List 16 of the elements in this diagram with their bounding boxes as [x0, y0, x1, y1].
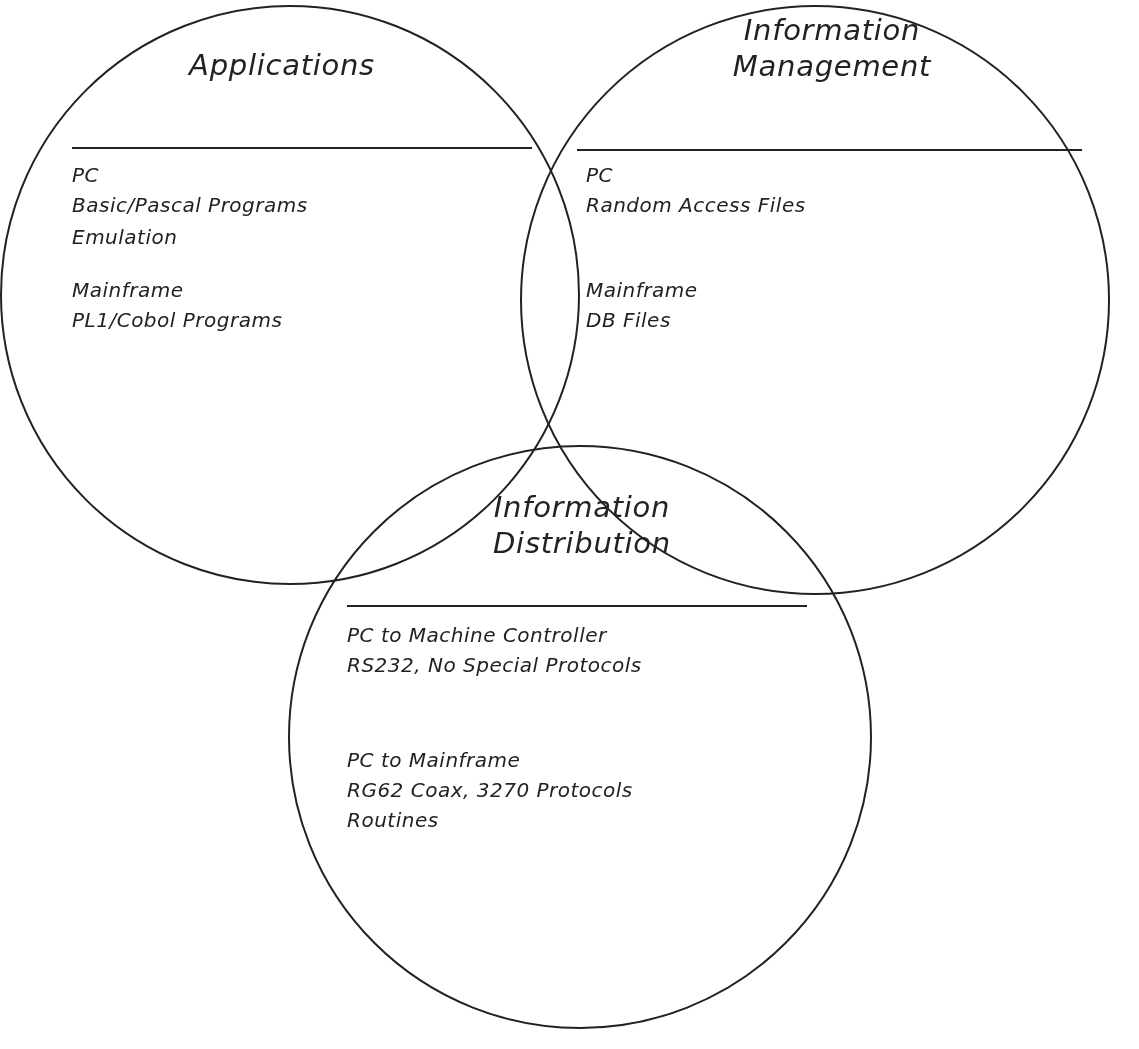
item-text: Mainframe: [72, 277, 184, 303]
item-text: Basic/Pascal Programs: [72, 192, 308, 218]
section-heading: Applications: [186, 47, 376, 83]
item-text: Mainframe: [586, 277, 698, 303]
item-text: PC to Mainframe: [347, 747, 521, 773]
item-text: Random Access Files: [586, 192, 806, 218]
item-text: Emulation: [72, 224, 178, 250]
item-text: RS232, No Special Protocols: [347, 652, 642, 678]
item-text: Routines: [347, 807, 439, 833]
item-text: DB Files: [586, 307, 671, 333]
section-heading: Information Management: [731, 12, 933, 84]
item-text: RG62 Coax, 3270 Protocols: [347, 777, 633, 803]
item-text: PC to Machine Controller: [347, 622, 607, 648]
item-text: PC: [586, 162, 614, 188]
item-text: PL1/Cobol Programs: [72, 307, 283, 333]
item-text: PC: [72, 162, 100, 188]
